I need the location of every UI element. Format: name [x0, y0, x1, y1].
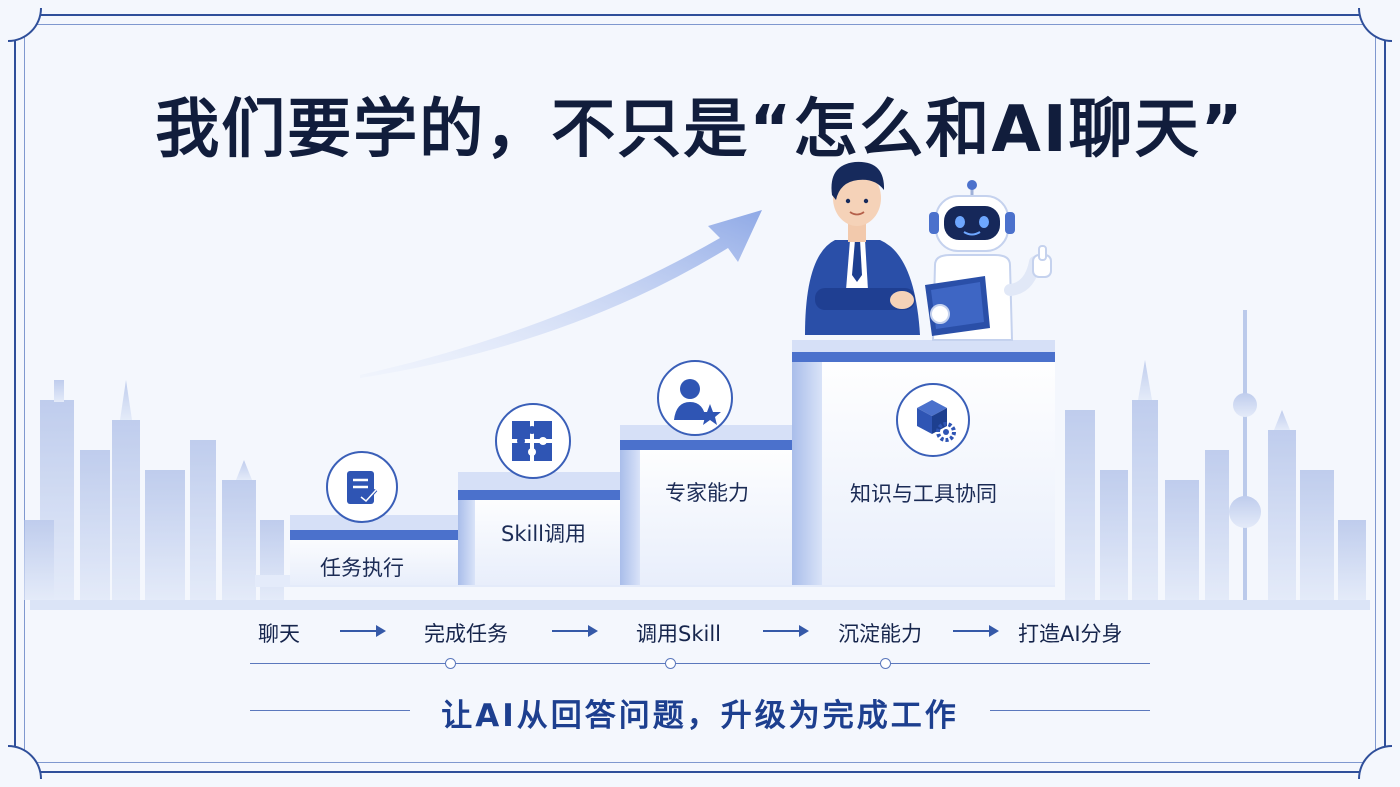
- puzzle-icon: [495, 403, 571, 479]
- growth-arrow: [360, 210, 762, 378]
- outer-frame: [14, 14, 1386, 773]
- flow-arrow-icon: [552, 625, 598, 637]
- step-3: [620, 425, 820, 585]
- ground-strip: [30, 600, 1370, 610]
- flow-item-ai-avatar: 打造AI分身: [1018, 622, 1123, 646]
- timeline-line: [250, 663, 1150, 664]
- flow-arrow-icon: [340, 625, 386, 637]
- step-label-knowledge-tools: 知识与工具协同: [850, 482, 997, 506]
- page-title: 我们要学的，不只是“怎么和AI聊天”: [155, 93, 1245, 167]
- inner-frame: [24, 24, 1376, 763]
- step-1: [290, 515, 475, 585]
- timeline-dot: [880, 658, 891, 669]
- step-label-expert-ability: 专家能力: [665, 481, 749, 505]
- left-skyline: [24, 380, 284, 600]
- step-4: [792, 340, 1055, 585]
- flow-item-chat: 聊天: [258, 622, 300, 646]
- timeline-dot: [445, 658, 456, 669]
- timeline-dot: [665, 658, 676, 669]
- right-skyline: [1065, 310, 1366, 600]
- flow-item-call-skill: 调用Skill: [636, 622, 721, 646]
- tagline-rule-left: [250, 710, 410, 711]
- flow-arrow-icon: [763, 625, 809, 637]
- checklist-icon: [326, 451, 398, 523]
- tagline: 让AI从回答问题，升级为完成工作: [441, 698, 959, 734]
- step-label-skill-call: Skill调用: [501, 522, 586, 546]
- flow-item-complete-task: 完成任务: [424, 622, 508, 646]
- expert-user-star-icon: [657, 360, 733, 436]
- flow-arrow-icon: [953, 625, 999, 637]
- flow-item-build-ability: 沉淀能力: [838, 622, 922, 646]
- robot-figure: [925, 180, 1052, 341]
- cube-gear-icon: [896, 383, 970, 457]
- businessman-figure: [805, 161, 920, 335]
- step-label-task-execution: 任务执行: [320, 556, 404, 580]
- step-2: [458, 472, 640, 585]
- tagline-rule-right: [990, 710, 1150, 711]
